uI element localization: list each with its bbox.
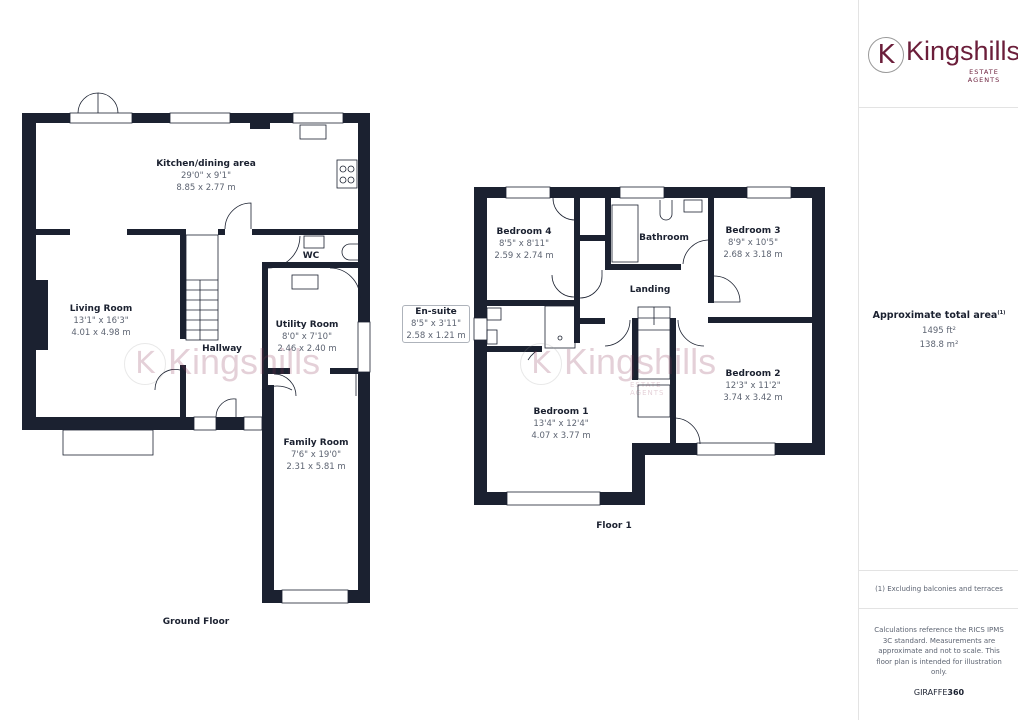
credit-a: GIRAFFE [913,687,948,697]
room-imperial: 8'9" x 10'5" [728,238,778,248]
disclaimer-section: Calculations reference the RICS IPMS 3C … [859,608,1018,720]
logo-tagline: ESTATE AGENTS [967,68,1001,84]
floor-plan-drawing [22,92,825,604]
room-kitchen-dining: Kitchen/dining area 29'0" x 9'1" 8.85 x … [156,158,256,194]
room-name: Family Room [283,438,349,448]
area-sqft: 1495 ft² [922,326,956,337]
room-living: Living Room 13'1" x 16'3" 4.01 x 4.98 m [70,303,132,339]
room-metric: 4.01 x 4.98 m [71,328,131,338]
area-title: Approximate total area(1) [859,310,1018,321]
room-name: Kitchen/dining area [156,159,256,169]
room-imperial: 8'0" x 7'10" [282,332,332,342]
room-name: Living Room [69,304,133,314]
area-section: Approximate total area(1) 1495 ft² 138.8… [859,107,1018,571]
brand-logo: K Kingshills ESTATE AGENTS [864,34,1018,84]
ground-floor-doors-fixtures [77,92,361,418]
logo-section: K Kingshills ESTATE AGENTS [859,0,1018,108]
logo-wordmark: Kingshills [906,36,1018,66]
room-imperial: 8'5" x 3'11" [411,319,461,329]
room-name: En-suite [415,307,457,317]
room-metric: 2.58 x 1.21 m [406,331,466,341]
floor-1-doors-fixtures [486,197,741,445]
floor-1-label: Floor 1 [596,521,632,531]
room-metric: 2.59 x 2.74 m [494,251,554,261]
room-imperial: 13'4" x 12'4" [533,419,589,429]
room-metric: 2.46 x 2.40 m [277,344,337,354]
room-utility: Utility Room 8'0" x 7'10" 2.46 x 2.40 m [276,319,339,355]
room-metric: 3.74 x 3.42 m [723,393,783,403]
ground-floor-windows [62,112,371,604]
info-sidebar: K Kingshills ESTATE AGENTS Approximate t… [858,0,1018,720]
room-imperial: 13'1" x 16'3" [73,316,129,326]
floor-1-windows [473,186,792,506]
room-name: Bathroom [639,233,689,243]
callout-en-suite: En-suite 8'5" x 3'11" 2.58 x 1.21 m [402,305,470,343]
room-family: Family Room 7'6" x 19'0" 2.31 x 5.81 m [284,437,349,473]
room-bedroom-3: Bedroom 3 8'9" x 10'5" 2.68 x 3.18 m [723,225,782,261]
ground-floor-label: Ground Floor [162,617,230,627]
room-bathroom: Bathroom [639,232,689,244]
room-metric: 4.07 x 3.77 m [531,431,591,441]
room-name: Utility Room [275,320,339,330]
room-imperial: 8'5" x 8'11" [499,239,549,249]
room-metric: 2.68 x 3.18 m [723,250,783,260]
room-bedroom-1: Bedroom 1 13'4" x 12'4" 4.07 x 3.77 m [531,406,590,442]
area-sqm: 138.8 m² [919,340,959,351]
room-metric: 8.85 x 2.77 m [176,183,236,193]
room-en-suite: En-suite 8'5" x 3'11" 2.58 x 1.21 m [403,306,469,342]
footnote: (1) Excluding balconies and terraces [875,585,1003,593]
room-bedroom-4: Bedroom 4 8'5" x 8'11" 2.59 x 2.74 m [494,226,553,262]
room-bedroom-2: Bedroom 2 12'3" x 11'2" 3.74 x 3.42 m [723,368,782,404]
disclaimer: Calculations reference the RICS IPMS 3C … [874,626,1004,676]
logo-initial: K [868,37,904,73]
room-name: Hallway [202,344,242,354]
room-name: Bedroom 2 [725,369,781,379]
room-name: Bedroom 1 [533,407,589,417]
room-name: Bedroom 3 [725,226,781,236]
room-imperial: 7'6" x 19'0" [291,450,341,460]
room-name: WC [302,251,320,261]
footnote-section: (1) Excluding balconies and terraces [859,570,1018,609]
room-imperial: 12'3" x 11'2" [725,381,781,391]
room-imperial: 29'0" x 9'1" [181,171,231,181]
room-metric: 2.31 x 5.81 m [286,462,346,472]
room-name: Bedroom 4 [496,227,552,237]
room-wc: WC [303,250,320,262]
credit-b: 360 [947,687,965,697]
room-name: Landing [629,285,671,295]
area-title-text: Approximate total area [872,310,998,322]
room-landing: Landing [630,284,671,296]
giraffe360-credit: GIRAFFE360 [859,688,1018,697]
area-note-marker: (1) [997,310,1006,316]
room-hallway: Hallway [202,343,242,355]
